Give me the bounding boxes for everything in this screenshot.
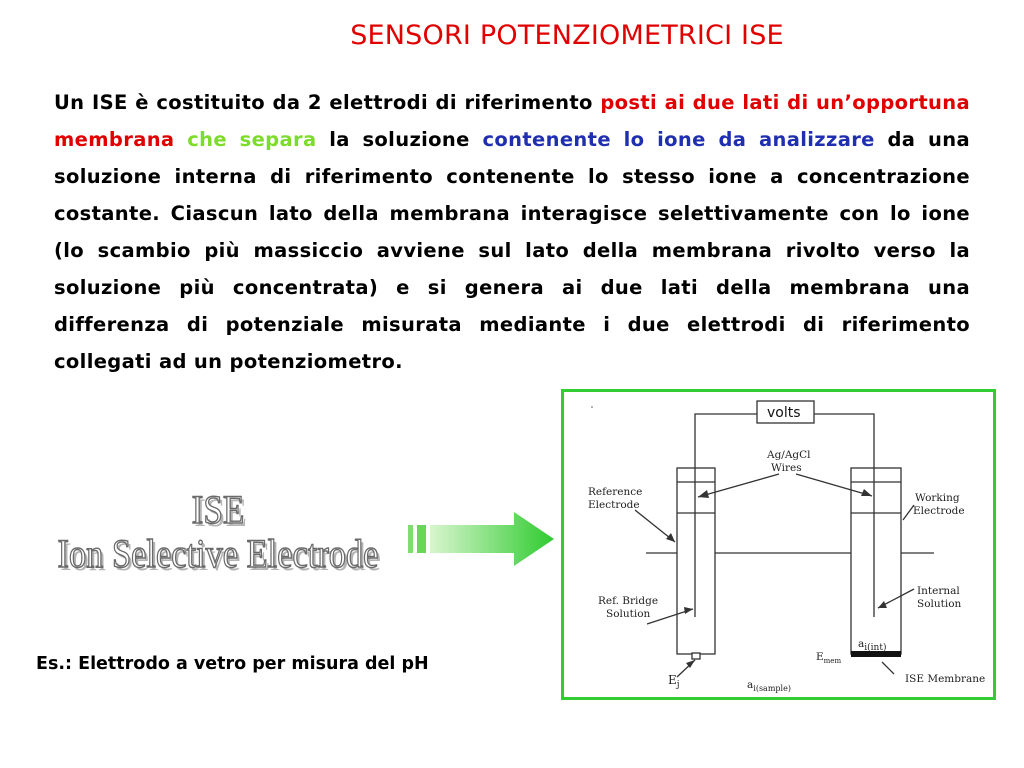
- activity-sample-label: ai(sample): [747, 679, 791, 693]
- working-electrode-label-line1: Working: [915, 492, 960, 504]
- ref-bridge-label-line1: Ref. Bridge: [598, 595, 658, 607]
- text-part-3: da una soluzione interna di riferimento …: [54, 128, 971, 373]
- text-part-2: la soluzione: [316, 128, 483, 151]
- working-electrode-label-line2: Electrode: [913, 505, 965, 517]
- text-highlight-red: posti ai due lati di un’opportuna membra…: [54, 91, 970, 151]
- reference-electrode-label-line1: Reference: [588, 486, 642, 498]
- right-arrow-icon: [408, 512, 554, 566]
- ise-heading: ISE Ion Selective Electrode: [28, 487, 408, 576]
- text-part-1: Un ISE è costituito da 2 elettrodi di ri…: [54, 91, 601, 114]
- slide-title: SENSORI POTENZIOMETRICI ISE: [350, 20, 784, 51]
- ref-bridge-label-line2: Solution: [606, 608, 651, 620]
- ise-diagram-frame: volts Ag/AgCl Wires Reference Electrode …: [561, 389, 996, 700]
- activity-internal-label: ai(int): [858, 638, 886, 653]
- wires-label-line1: Ag/AgCl: [766, 449, 811, 461]
- reference-electrode-label-line2: Electrode: [588, 499, 640, 511]
- ise-membrane-shape: [851, 651, 901, 657]
- example-caption: Es.: Elettrodo a vetro per misura del pH: [36, 654, 429, 674]
- volts-label: volts: [767, 405, 801, 421]
- ise-heading-acronym: ISE: [191, 487, 245, 532]
- internal-solution-label-line2: Solution: [917, 598, 962, 610]
- ise-membrane-label: ISE Membrane: [905, 673, 985, 685]
- ise-diagram: volts Ag/AgCl Wires Reference Electrode …: [588, 400, 985, 693]
- junction-potential-label: Ej: [668, 673, 680, 690]
- wires-label-line2: Wires: [771, 462, 802, 474]
- internal-solution-label-line1: Internal: [917, 585, 960, 597]
- description-paragraph: Un ISE è costituito da 2 elettrodi di ri…: [54, 84, 970, 380]
- text-highlight-green: che separa: [187, 128, 317, 151]
- membrane-potential-label: Emem: [816, 651, 841, 665]
- text-highlight-blue: contenente lo ione da analizzare: [482, 128, 875, 151]
- text-space: [174, 128, 187, 151]
- ise-heading-fullname: Ion Selective Electrode: [57, 531, 379, 576]
